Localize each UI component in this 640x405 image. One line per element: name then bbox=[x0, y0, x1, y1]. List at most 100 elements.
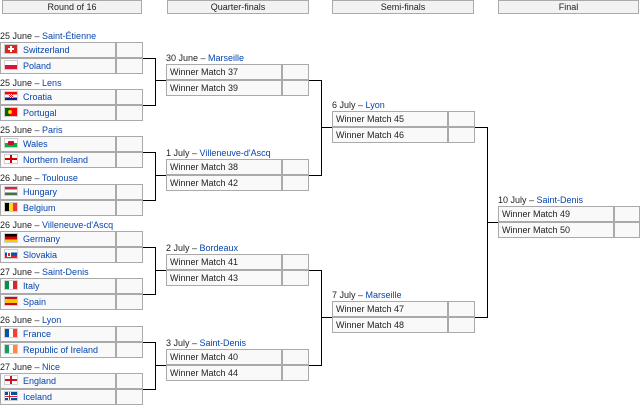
match-info: 7 July – Marseille bbox=[332, 288, 402, 302]
bracket-connector bbox=[155, 342, 156, 390]
match-info: 1 July – Villeneuve-d'Ascq bbox=[166, 146, 271, 160]
team-name[interactable]: Italy bbox=[23, 281, 40, 291]
match-date: 27 June – bbox=[0, 362, 43, 372]
bracket-connector bbox=[309, 80, 321, 81]
team-name[interactable]: Switzerland bbox=[23, 45, 70, 55]
team-row: Belgium bbox=[0, 200, 116, 216]
bracket-connector bbox=[321, 127, 332, 128]
team-name[interactable]: Wales bbox=[23, 139, 48, 149]
score-cell bbox=[116, 294, 143, 310]
bracket-connector bbox=[143, 200, 155, 201]
team-row: Winner Match 49 bbox=[498, 206, 614, 222]
venue-link[interactable]: Villeneuve-d'Ascq bbox=[42, 220, 114, 230]
venue-link[interactable]: Saint-Denis bbox=[536, 195, 584, 205]
bracket-connector bbox=[143, 58, 155, 59]
match-info: 25 June – Saint-Étienne bbox=[0, 29, 96, 43]
team-name[interactable]: England bbox=[23, 376, 57, 386]
team-name[interactable]: Republic of Ireland bbox=[23, 345, 99, 355]
match-info: 26 June – Villeneuve-d'Ascq bbox=[0, 218, 113, 232]
venue-link[interactable]: Paris bbox=[42, 125, 63, 135]
team-name[interactable]: Germany bbox=[23, 234, 61, 244]
team-name[interactable]: Northern Ireland bbox=[23, 155, 89, 165]
team-row: Italy bbox=[0, 278, 116, 294]
venue-link[interactable]: Nice bbox=[42, 362, 61, 372]
team-name[interactable]: Portugal bbox=[23, 108, 57, 118]
team-row: Republic of Ireland bbox=[0, 342, 116, 358]
venue-link[interactable]: Saint-Denis bbox=[199, 338, 247, 348]
round-header-r16: Round of 16 bbox=[2, 0, 142, 14]
italy-flag-icon bbox=[4, 280, 18, 290]
score-cell bbox=[116, 326, 143, 342]
score-cell bbox=[448, 317, 475, 333]
slovakia-flag-icon bbox=[4, 249, 18, 259]
match-info: 25 June – Lens bbox=[0, 76, 62, 90]
team-name[interactable]: Slovakia bbox=[23, 250, 58, 260]
match-date: 10 July – bbox=[498, 195, 537, 205]
team-name[interactable]: France bbox=[23, 329, 52, 339]
venue-link[interactable]: Lyon bbox=[365, 100, 385, 110]
germany-flag-icon bbox=[4, 233, 18, 243]
team-placeholder: Winner Match 47 bbox=[336, 304, 405, 314]
match-date: 2 July – bbox=[166, 243, 200, 253]
team-name[interactable]: Poland bbox=[23, 61, 52, 71]
team-placeholder: Winner Match 43 bbox=[170, 273, 239, 283]
round-header-qf: Quarter-finals bbox=[167, 0, 309, 14]
match-info: 6 July – Lyon bbox=[332, 98, 385, 112]
venue-link[interactable]: Toulouse bbox=[41, 173, 78, 183]
team-row: Slovakia bbox=[0, 247, 116, 263]
england-flag-icon bbox=[4, 375, 18, 385]
team-row: Northern Ireland bbox=[0, 152, 116, 168]
team-name[interactable]: Hungary bbox=[23, 187, 58, 197]
ireland-flag-icon bbox=[4, 344, 18, 354]
team-row: Winner Match 45 bbox=[332, 111, 448, 127]
team-name[interactable]: Croatia bbox=[23, 92, 53, 102]
match-date: 26 June – bbox=[0, 315, 43, 325]
venue-link[interactable]: Saint-Étienne bbox=[42, 31, 97, 41]
venue-link[interactable]: Marseille bbox=[365, 290, 402, 300]
match-date: 25 June – bbox=[0, 31, 43, 41]
score-cell bbox=[282, 254, 309, 270]
venue-link[interactable]: Saint-Denis bbox=[42, 267, 89, 277]
score-cell bbox=[282, 64, 309, 80]
team-row: Switzerland bbox=[0, 42, 116, 58]
venue-link[interactable]: Lens bbox=[42, 78, 62, 88]
team-row: Poland bbox=[0, 58, 116, 74]
team-placeholder: Winner Match 45 bbox=[336, 114, 405, 124]
france-flag-icon bbox=[4, 328, 18, 338]
team-placeholder: Winner Match 48 bbox=[336, 320, 405, 330]
match-info: 27 June – Saint-Denis bbox=[0, 265, 89, 279]
portugal-flag-icon bbox=[4, 107, 18, 117]
score-cell bbox=[614, 206, 640, 222]
match-info: 26 June – Lyon bbox=[0, 313, 61, 327]
venue-link[interactable]: Villeneuve-d'Ascq bbox=[199, 148, 271, 158]
score-cell bbox=[116, 278, 143, 294]
team-row: Winner Match 44 bbox=[166, 365, 282, 381]
bracket-connector bbox=[155, 152, 156, 201]
spain-flag-icon bbox=[4, 296, 18, 306]
match-date: 7 July – bbox=[332, 290, 366, 300]
team-row: Winner Match 38 bbox=[166, 159, 282, 175]
round-header-final: Final bbox=[498, 0, 639, 14]
bracket-connector bbox=[475, 127, 487, 128]
score-cell bbox=[282, 349, 309, 365]
iceland-flag-icon bbox=[4, 391, 18, 401]
score-cell bbox=[614, 222, 640, 238]
score-cell bbox=[282, 365, 309, 381]
team-row: Spain bbox=[0, 294, 116, 310]
bracket-connector bbox=[321, 270, 322, 366]
team-name[interactable]: Belgium bbox=[23, 203, 56, 213]
team-name[interactable]: Iceland bbox=[23, 392, 53, 402]
match-info: 30 June – Marseille bbox=[166, 51, 244, 65]
score-cell bbox=[116, 152, 143, 168]
score-cell bbox=[116, 184, 143, 200]
venue-link[interactable]: Lyon bbox=[42, 315, 62, 325]
venue-link[interactable]: Marseille bbox=[208, 53, 245, 63]
venue-link[interactable]: Bordeaux bbox=[199, 243, 239, 253]
bracket-connector bbox=[155, 365, 166, 366]
team-name[interactable]: Spain bbox=[23, 297, 47, 307]
match-info: 26 June – Toulouse bbox=[0, 171, 78, 185]
belgium-flag-icon bbox=[4, 202, 18, 212]
match-date: 1 July – bbox=[166, 148, 200, 158]
score-cell bbox=[116, 89, 143, 105]
team-row: Winner Match 40 bbox=[166, 349, 282, 365]
